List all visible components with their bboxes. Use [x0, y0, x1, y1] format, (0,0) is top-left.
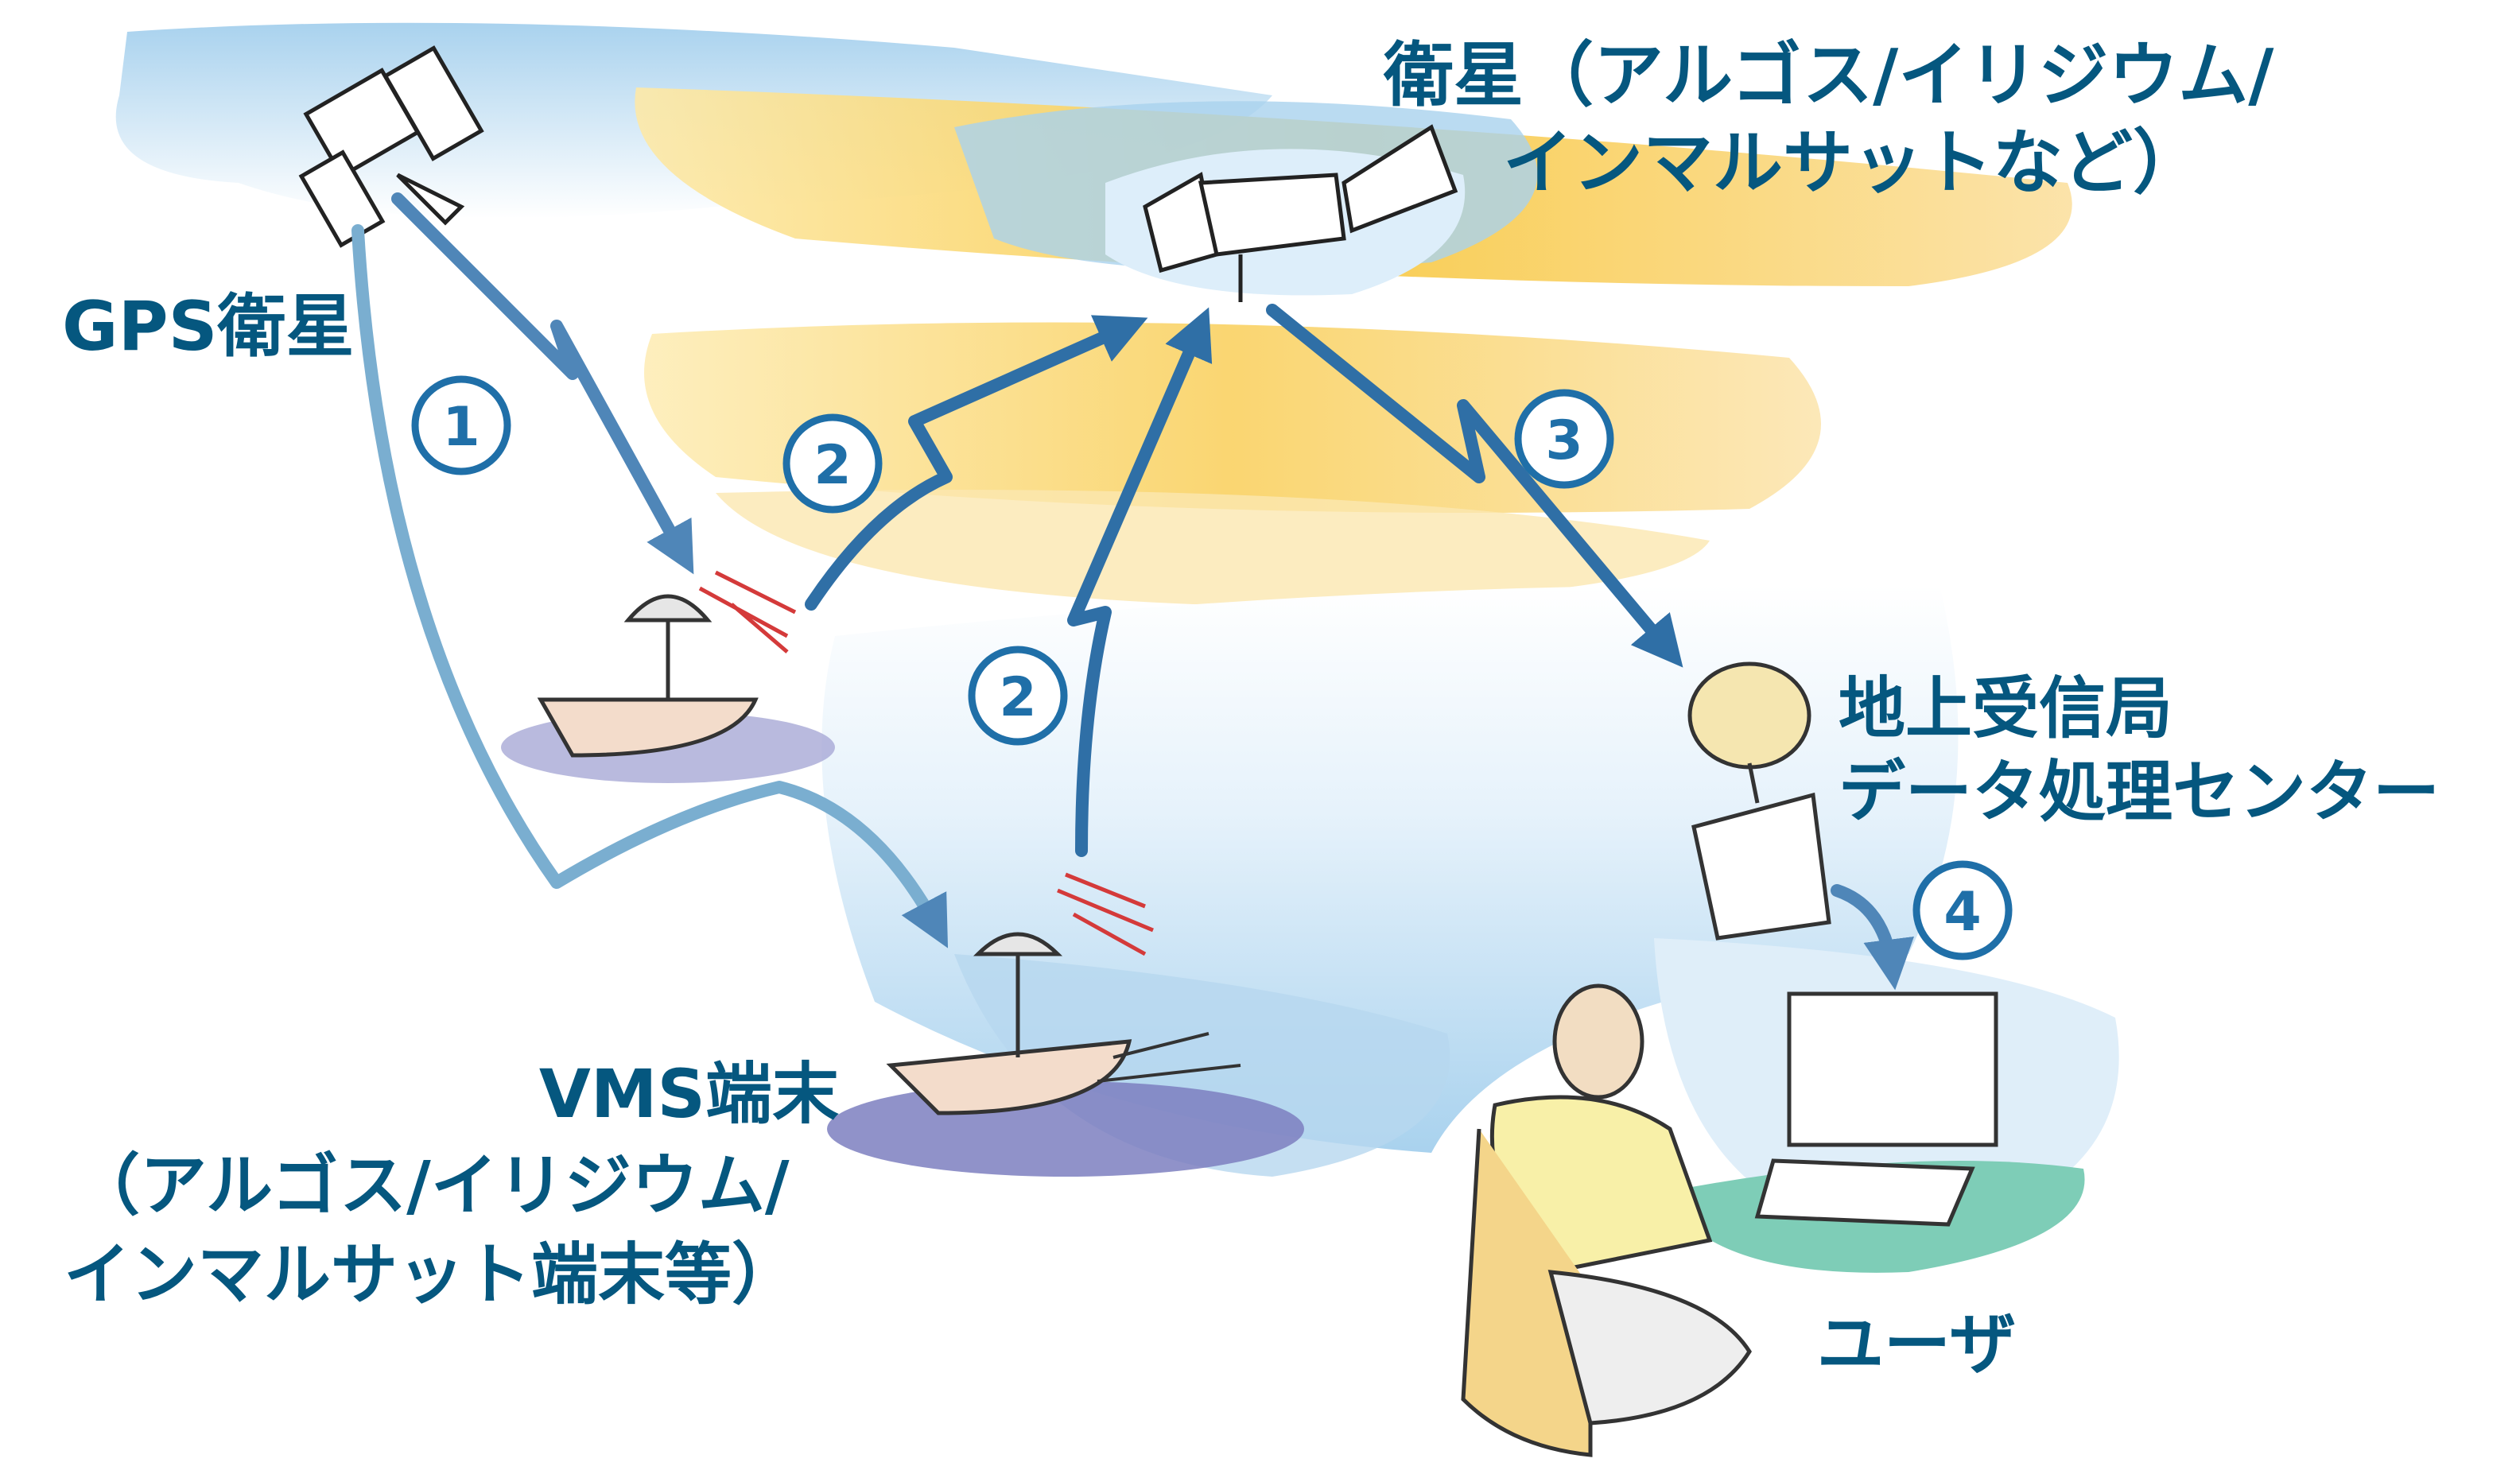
arrow-gps-to-boat1 [391, 192, 694, 575]
user-label: ユーザ [1817, 1305, 2016, 1383]
fishing-boat-2-icon [827, 872, 1304, 1177]
signal-arrows [351, 192, 1914, 991]
sky-background [115, 22, 2119, 1240]
data-center-label: データ処理センター [1839, 753, 2440, 831]
svg-text:2: 2 [813, 434, 851, 497]
arrow-ground-to-user [1831, 884, 1914, 991]
comm-satellite-label-line1: 衛星（アルゴス/イリジウム/ [1383, 34, 2274, 116]
vms-terminal-types-line1: （アルゴス/イリジウム/ [73, 1146, 790, 1224]
step-2b-badge: 2 [968, 646, 1068, 746]
arrow-boat1-to-satellite [805, 315, 1148, 611]
svg-text:4: 4 [1943, 881, 1981, 944]
gps-satellite-label: GPS衛星 [62, 287, 355, 367]
ground-station-icon [1687, 661, 1831, 941]
arrow-gps-to-boat2 [351, 224, 949, 948]
svg-text:3: 3 [1545, 409, 1582, 472]
vms-terminal-types-line2: インマルサット端末等） [64, 1235, 798, 1313]
step-2a-badge: 2 [782, 413, 883, 514]
gps-satellite-icon [298, 45, 484, 248]
user-at-computer-icon [1461, 983, 2085, 1457]
comm-satellite-label-line2: インマルサットなど） [1503, 122, 2203, 204]
communication-satellite-icon [1105, 124, 1466, 302]
svg-text:2: 2 [999, 666, 1036, 729]
step-4-badge: 4 [1912, 860, 2013, 960]
vms-terminal-label: VMS端末 [539, 1055, 839, 1133]
step-badges: 1 2 2 3 4 [411, 375, 2013, 960]
ground-station-label: 地上受信局 [1839, 669, 2172, 747]
svg-text:1: 1 [442, 396, 480, 459]
fishing-boat-1-icon [501, 570, 835, 783]
step-3-badge: 3 [1514, 389, 1614, 489]
step-1-badge: 1 [411, 375, 511, 475]
arrow-satellite-to-ground [1266, 304, 1683, 668]
arrow-boat2-to-satellite [1067, 307, 1213, 857]
